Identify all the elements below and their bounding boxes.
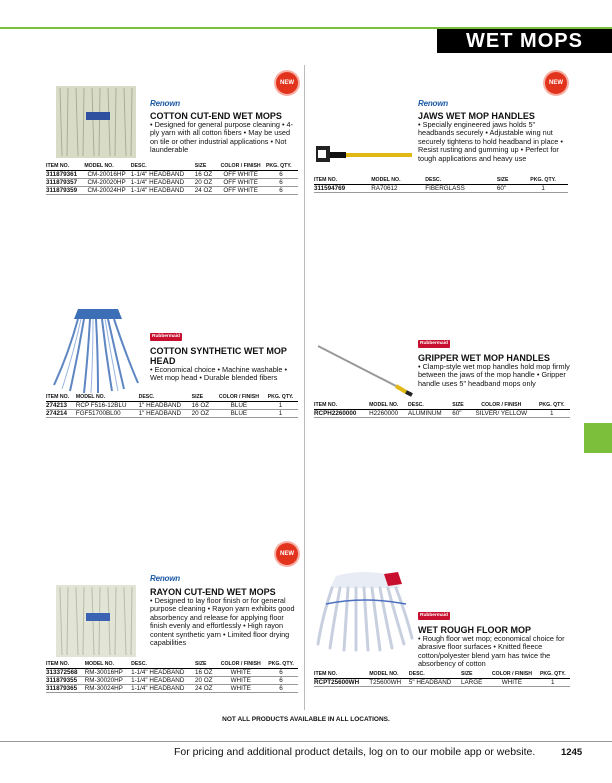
product-description: • Rough floor wet mop; economical choice… (418, 634, 565, 669)
top-rule (0, 27, 612, 29)
gripper-handle-image (317, 345, 413, 397)
product-title: COTTON SYNTHETIC WET MOP HEAD (150, 346, 287, 366)
rough-floor-mop-image (316, 572, 414, 652)
cotton-mop-image (48, 84, 144, 160)
page-title: WET MOPS (437, 29, 612, 53)
new-badge: NEW (545, 72, 567, 94)
rubbermaid-logo: Rubbermaid (418, 340, 450, 348)
product-rayon-cut-end: RAYON CUT-END WET MOPS • Designed to lay… (150, 586, 298, 647)
page-number: 1245 (561, 747, 583, 758)
product-description: • Designed for general purpose cleaning … (150, 120, 294, 155)
product-title: RAYON CUT-END WET MOPS (150, 587, 276, 597)
product-title: WET ROUGH FLOOR MOP (418, 625, 531, 635)
section-tab (584, 423, 612, 453)
rayon-mop-image (56, 585, 136, 657)
product-description: • Specially engineered jaws holds 5" hea… (418, 120, 563, 163)
jaws-handle-image (316, 146, 412, 162)
column-divider (304, 65, 305, 710)
product-title: COTTON CUT-END WET MOPS (150, 111, 282, 121)
renown-logo: Renown (418, 99, 448, 108)
renown-logo: Renown (150, 99, 180, 108)
product-rough-floor-mop: WET ROUGH FLOOR MOP • Rough floor wet mo… (418, 624, 570, 669)
synthetic-mop-image (53, 309, 139, 394)
footer-rule (0, 741, 612, 742)
rubbermaid-logo: Rubbermaid (150, 333, 182, 341)
product-title: GRIPPER WET MOP HANDLES (418, 353, 550, 363)
availability-note: NOT ALL PRODUCTS AVAILABLE IN ALL LOCATI… (222, 716, 390, 723)
rubbermaid-logo: Rubbermaid (418, 612, 450, 620)
product-cotton-cut-end: COTTON CUT-END WET MOPS • Designed for g… (150, 110, 298, 155)
product-gripper-handle: GRIPPER WET MOP HANDLES • Clamp-style we… (418, 352, 570, 388)
product-jaws-handle: JAWS WET MOP HANDLES • Specially enginee… (418, 110, 568, 163)
new-badge: NEW (276, 72, 298, 94)
new-badge: NEW (276, 543, 298, 565)
product-description: • Clamp-style wet mop handles hold mop f… (418, 362, 570, 388)
product-cotton-synthetic: COTTON SYNTHETIC WET MOP HEAD • Economic… (150, 345, 298, 383)
product-description: • Designed to lay floor finish or for ge… (150, 596, 295, 648)
renown-logo: Renown (150, 574, 180, 583)
footer-text: For pricing and additional product detai… (174, 746, 536, 758)
product-description: • Economical choice • Machine washable •… (150, 365, 288, 383)
product-title: JAWS WET MOP HANDLES (418, 111, 535, 121)
